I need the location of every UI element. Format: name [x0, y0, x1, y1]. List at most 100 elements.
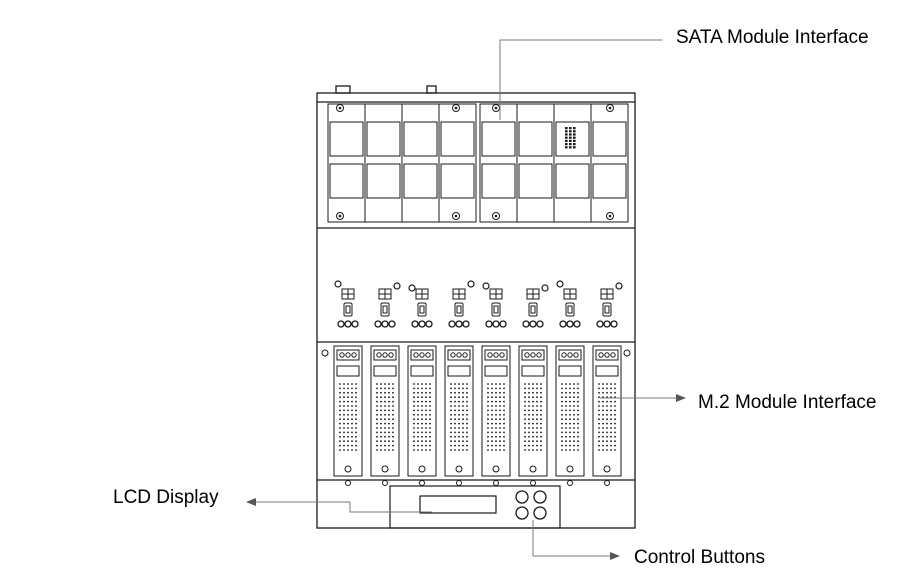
m2-header-pin: [524, 352, 530, 358]
m2-vent-dot: [347, 391, 349, 394]
m2-vent-dot: [503, 391, 505, 394]
m2-module: [333, 345, 363, 477]
data-connector-pin: [345, 305, 351, 314]
sata-leader-line: [499, 39, 662, 120]
connector-section: [334, 280, 623, 328]
leader-lines: [254, 39, 678, 557]
m2-vent-dot: [384, 405, 386, 407]
m2-vent-dot: [454, 435, 456, 438]
control-button[interactable]: [533, 490, 547, 504]
vent-hole: [569, 127, 572, 130]
m2-vent-dot: [528, 418, 530, 421]
m2-vent-dot: [528, 387, 530, 390]
m2-vent-dot: [614, 444, 616, 447]
m2-vent-dot: [380, 405, 382, 407]
m2-module-header: [336, 349, 360, 361]
m2-vent-dot: [376, 422, 378, 425]
m2-vent-dot: [524, 413, 526, 416]
m2-vent-dot: [565, 383, 567, 385]
m2-vent-dot: [606, 387, 608, 390]
m2-vent-dot: [536, 383, 538, 385]
m2-vent-dot: [524, 444, 526, 447]
m2-vent-dot: [569, 427, 571, 429]
m2-vent-dot: [503, 409, 505, 412]
led-icon: [573, 320, 581, 328]
m2-vent-dot: [495, 400, 497, 403]
m2-vent-dot: [532, 396, 534, 399]
led-icon: [603, 320, 611, 328]
vent-hole: [573, 139, 576, 142]
m2-vent-dot: [429, 422, 431, 425]
m2-vent-dot: [499, 413, 501, 416]
connector-group: [448, 280, 475, 328]
m2-vent-dot: [577, 435, 579, 438]
m2-vent-dot: [569, 435, 571, 438]
m2-vent-dot: [499, 431, 501, 434]
m2-vent-dot: [413, 449, 415, 451]
control-button[interactable]: [515, 490, 529, 504]
m2-vent-dot: [343, 387, 345, 390]
m2-vent-dot: [491, 383, 493, 385]
m2-vent-dot: [384, 409, 386, 412]
m2-vent-dot: [495, 413, 497, 416]
m2-vent-dot: [598, 418, 600, 421]
m2-vent-dot: [454, 396, 456, 399]
m2-vent-dot: [491, 427, 493, 429]
m2-vent-dot: [343, 383, 345, 385]
sata-bay: [438, 103, 477, 223]
m2-vent-dot: [614, 413, 616, 416]
m2-vent-dot: [355, 449, 357, 451]
data-connector: [417, 302, 427, 317]
m2-vent-dot: [573, 422, 575, 425]
m2-vent-dot: [606, 418, 608, 421]
m2-vent-dot: [392, 427, 394, 429]
m2-vent-dot: [413, 405, 415, 407]
m2-vent-dot: [524, 400, 526, 403]
m2-vent-dot: [421, 405, 423, 407]
led-icon: [610, 320, 618, 328]
m2-vent-dot: [466, 400, 468, 403]
m2-vent-dot: [536, 449, 538, 451]
m2-vent-dot: [602, 405, 604, 407]
m2-vent-dot: [573, 400, 575, 403]
m2-vent-dot: [499, 387, 501, 390]
sata-bay: [401, 103, 440, 223]
m2-vent-dot: [602, 391, 604, 394]
m2-vent-dot: [565, 431, 567, 434]
m2-vent-dot: [524, 387, 526, 390]
m2-vent-dot: [569, 409, 571, 412]
m2-vent-dot: [458, 444, 460, 447]
m2-vent-dot: [355, 387, 357, 390]
m2-vent-dot: [380, 427, 382, 429]
m2-vent-dot: [499, 391, 501, 394]
m2-vent-dot: [388, 427, 390, 429]
data-connector-pin: [530, 305, 536, 314]
control-button[interactable]: [533, 506, 547, 520]
m2-vent-dot: [339, 387, 341, 390]
m2-vent-dot: [569, 413, 571, 416]
m2-vent-dot: [598, 431, 600, 434]
m2-vent-dot: [351, 383, 353, 385]
led-icon: [536, 320, 544, 328]
m2-vent-dot: [487, 435, 489, 438]
m2-module: [518, 345, 548, 477]
m2-vent-dot: [347, 444, 349, 447]
m2-vent-dot: [343, 400, 345, 403]
m2-module-frame: [555, 345, 585, 477]
m2-vent-dot: [450, 383, 452, 385]
m2-vent-dot: [532, 435, 534, 438]
m2-vent-dot: [540, 400, 542, 403]
m2-vent-dot: [610, 449, 612, 451]
control-button[interactable]: [515, 506, 529, 520]
m2-vent-dot: [343, 396, 345, 399]
m2-vent-dot: [561, 431, 563, 434]
m2-vent-dot: [347, 435, 349, 438]
m2-vent-dot: [417, 431, 419, 434]
vent-hole: [573, 143, 576, 146]
m2-vent-dot: [540, 431, 542, 434]
m2-vent-dot: [610, 418, 612, 421]
m2-vent-dot: [528, 449, 530, 451]
m2-module: [407, 345, 437, 477]
m2-vent-dot: [491, 413, 493, 416]
m2-vent-dot: [392, 418, 394, 421]
